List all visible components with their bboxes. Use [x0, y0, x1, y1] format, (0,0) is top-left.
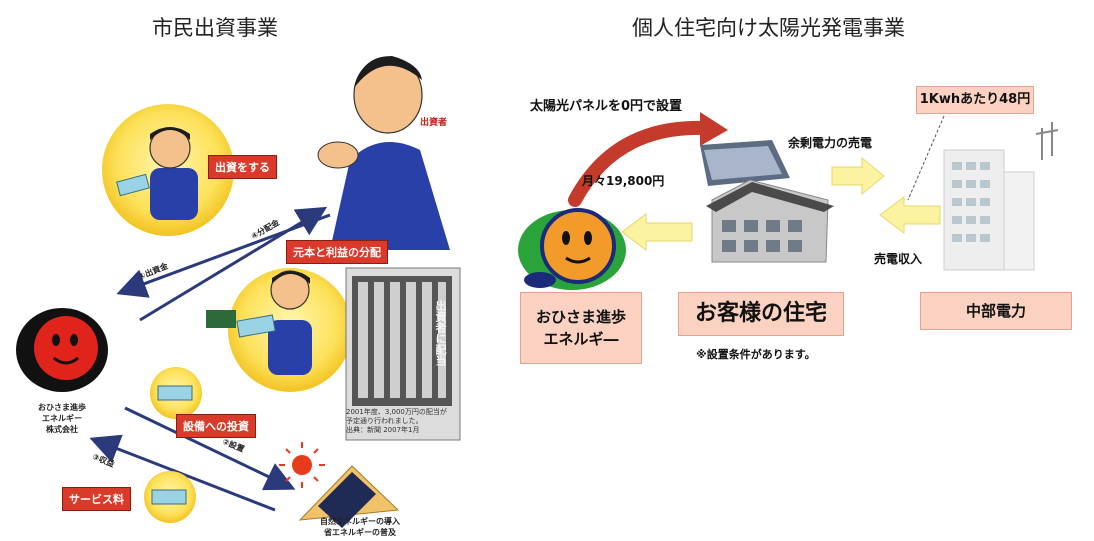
utility-box: 中部電力 — [920, 292, 1072, 330]
price-pointer-line — [907, 115, 945, 201]
company-box: おひさま進歩 エネルギ― — [520, 292, 642, 364]
newspaper-clipping — [345, 267, 461, 441]
company-mascot-red — [16, 308, 108, 392]
coin-bubble-facility — [150, 367, 202, 419]
house-with-solar-panels — [700, 140, 834, 263]
yellow-arrow-to-house — [879, 196, 941, 234]
price-box: 1Kwhあたり48円 — [916, 86, 1034, 114]
company-name-left: おひさま進歩 エネルギー 株式会社 — [38, 403, 86, 434]
label-service-fee: サービス料 — [62, 487, 131, 511]
investor-label: 出資者 — [420, 118, 448, 128]
surplus-sale-label: 余剰電力の売電 — [788, 136, 873, 150]
install-curved-arrow — [568, 112, 728, 207]
installation-note: ※設置条件があります。 — [696, 348, 816, 361]
monthly-fee-label: 月々19,800円 — [582, 174, 665, 188]
sale-income-label: 売電収入 — [874, 252, 923, 266]
coin-bubble-service — [144, 471, 196, 523]
newspaper-headline: 出資者に配当 — [434, 300, 447, 366]
big-investor-figure — [317, 56, 450, 250]
left-title: 市民出資事業 — [152, 16, 278, 40]
arrow-install — [124, 406, 296, 491]
utility-building — [943, 122, 1059, 271]
label-principal-dividend: 元本と利益の分配 — [286, 240, 388, 264]
sun-icon — [279, 442, 325, 488]
customer-home-box: お客様の住宅 — [678, 292, 844, 336]
arrow-income — [89, 434, 276, 512]
label-facility-investment: 設備への投資 — [176, 414, 256, 438]
company-mascot-orange — [518, 208, 626, 290]
renewable-energy-caption: 自然エネルギーの導入 省エネルギーの普及 — [320, 517, 400, 537]
yellow-arrow-to-company — [621, 213, 693, 251]
newspaper-caption: 2001年度、3,000万円の配当が 予定通り行われました。 出典：新聞 200… — [346, 408, 447, 434]
arrow-dividend — [139, 206, 328, 322]
right-title: 個人住宅向け太陽光発電事業 — [632, 16, 905, 40]
solar-roof — [298, 465, 400, 528]
label-invest: 出資をする — [208, 155, 277, 179]
yellow-arrow-to-utility — [831, 156, 885, 196]
install-free-label: 太陽光パネルを0円で設置 — [530, 99, 683, 114]
investor-figure — [116, 127, 198, 220]
dividend-bubble — [206, 268, 352, 392]
